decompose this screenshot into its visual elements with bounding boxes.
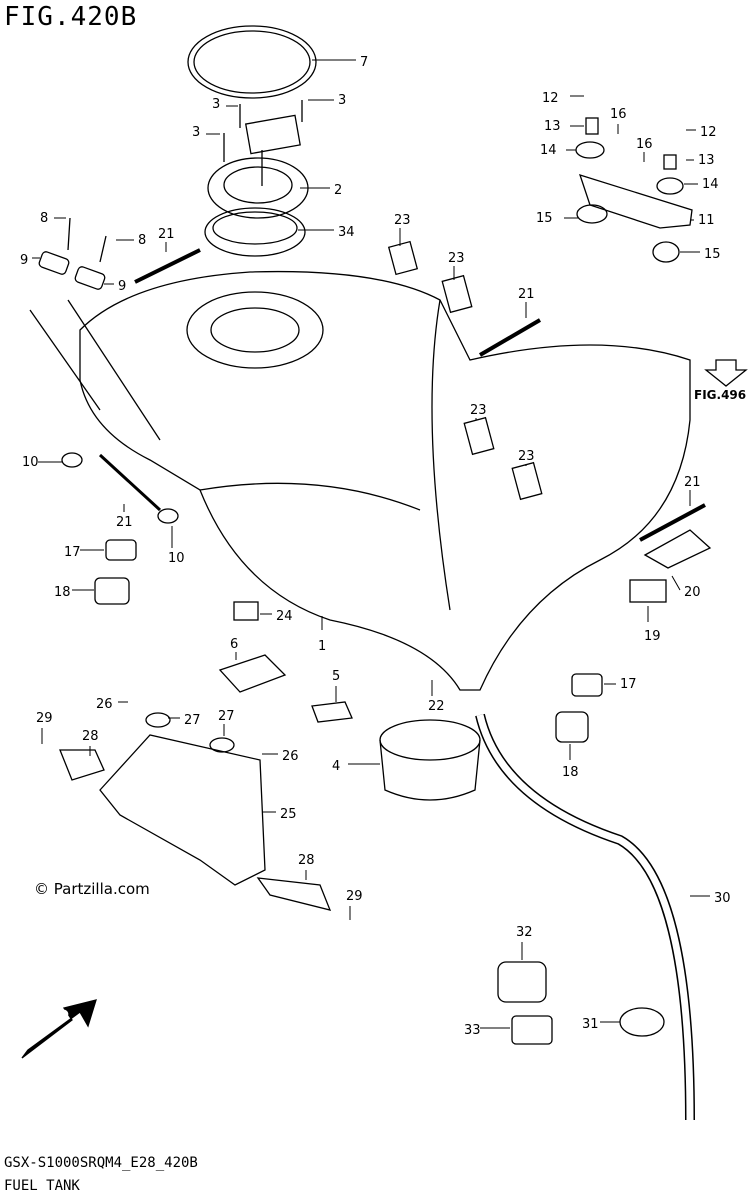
model-code: GSX-S1000SRQM4_E28_420B <box>4 1155 198 1171</box>
callout-13[interactable]: 13 <box>698 153 715 168</box>
callout-23[interactable]: 23 <box>518 449 535 464</box>
callout-3[interactable]: 3 <box>192 125 200 140</box>
callout-5[interactable]: 5 <box>332 669 340 684</box>
part-labels[interactable] <box>218 529 712 723</box>
callout-4[interactable]: 4 <box>332 759 340 774</box>
callout-21[interactable]: 21 <box>518 287 535 302</box>
callout-11[interactable]: 11 <box>698 213 715 228</box>
callout-21[interactable]: 21 <box>158 227 175 242</box>
part-cushion-strips[interactable] <box>98 248 706 542</box>
callout-15[interactable]: 15 <box>536 211 553 226</box>
callout-21[interactable]: 21 <box>684 475 701 490</box>
part-rear-bracket[interactable] <box>575 117 693 263</box>
copyright-text: © Partzilla.com <box>34 880 150 898</box>
forward-arrow-icon <box>21 999 97 1059</box>
part-fuel-tank[interactable] <box>79 270 691 691</box>
callout-25[interactable]: 25 <box>280 807 297 822</box>
part-front-mounts[interactable] <box>29 217 161 441</box>
callout-23[interactable]: 23 <box>470 403 487 418</box>
callout-26[interactable]: 26 <box>96 697 113 712</box>
callout-12[interactable]: 12 <box>700 125 717 140</box>
callout-31[interactable]: 31 <box>582 1017 599 1032</box>
callout-17[interactable]: 17 <box>620 677 637 692</box>
figure-title: FIG.420B <box>4 2 138 32</box>
callout-28[interactable]: 28 <box>298 853 315 868</box>
callout-leader-20 <box>671 575 681 591</box>
callout-14[interactable]: 14 <box>540 143 557 158</box>
part-screws[interactable] <box>223 100 303 162</box>
callout-30[interactable]: 30 <box>714 891 731 906</box>
callout-20[interactable]: 20 <box>684 585 701 600</box>
callout-9[interactable]: 9 <box>20 253 28 268</box>
callout-34[interactable]: 34 <box>338 225 355 240</box>
callout-28[interactable]: 28 <box>82 729 99 744</box>
part-tank-band[interactable] <box>379 719 481 801</box>
part-gasket[interactable] <box>187 25 317 99</box>
callout-23[interactable]: 23 <box>394 213 411 228</box>
callout-21[interactable]: 21 <box>116 515 133 530</box>
callout-12[interactable]: 12 <box>542 91 559 106</box>
part-heat-shield[interactable] <box>99 712 266 886</box>
callout-24[interactable]: 24 <box>276 609 293 624</box>
part-collars[interactable] <box>61 452 179 524</box>
part-drain-hose[interactable] <box>475 713 695 1121</box>
callout-17[interactable]: 17 <box>64 545 81 560</box>
callout-18[interactable]: 18 <box>54 585 71 600</box>
callout-16[interactable]: 16 <box>610 107 627 122</box>
callout-32[interactable]: 32 <box>516 925 533 940</box>
callout-2[interactable]: 2 <box>334 183 342 198</box>
callout-10[interactable]: 10 <box>168 551 185 566</box>
callout-3[interactable]: 3 <box>338 93 346 108</box>
callout-22[interactable]: 22 <box>428 699 445 714</box>
callout-9[interactable]: 9 <box>118 279 126 294</box>
reference-figure-label[interactable]: FIG.496 <box>694 388 747 402</box>
part-cushions-23[interactable] <box>387 240 543 501</box>
callout-15[interactable]: 15 <box>704 247 721 262</box>
callout-27[interactable]: 27 <box>184 713 201 728</box>
callout-29[interactable]: 29 <box>346 889 363 904</box>
callout-3[interactable]: 3 <box>212 97 220 112</box>
callout-1[interactable]: 1 <box>318 639 326 654</box>
callout-8[interactable]: 8 <box>138 233 146 248</box>
part-brackets-28[interactable] <box>59 749 332 911</box>
part-hose-clamps[interactable] <box>497 961 665 1045</box>
part-clamps[interactable] <box>94 539 603 743</box>
reference-arrow-icon <box>704 359 748 387</box>
callout-8[interactable]: 8 <box>40 211 48 226</box>
callout-27[interactable]: 27 <box>218 709 235 724</box>
callout-6[interactable]: 6 <box>230 637 238 652</box>
part-cap-gasket[interactable] <box>204 207 306 257</box>
callout-16[interactable]: 16 <box>636 137 653 152</box>
callout-19[interactable]: 19 <box>644 629 661 644</box>
callout-18[interactable]: 18 <box>562 765 579 780</box>
callout-33[interactable]: 33 <box>464 1023 481 1038</box>
callout-10[interactable]: 10 <box>22 455 39 470</box>
callout-23[interactable]: 23 <box>448 251 465 266</box>
callout-26[interactable]: 26 <box>282 749 299 764</box>
callout-13[interactable]: 13 <box>544 119 561 134</box>
callout-29[interactable]: 29 <box>36 711 53 726</box>
callout-14[interactable]: 14 <box>702 177 719 192</box>
part-fuel-cap[interactable] <box>207 114 309 219</box>
section-name: FUEL TANK <box>4 1178 80 1194</box>
callout-7[interactable]: 7 <box>360 55 368 70</box>
